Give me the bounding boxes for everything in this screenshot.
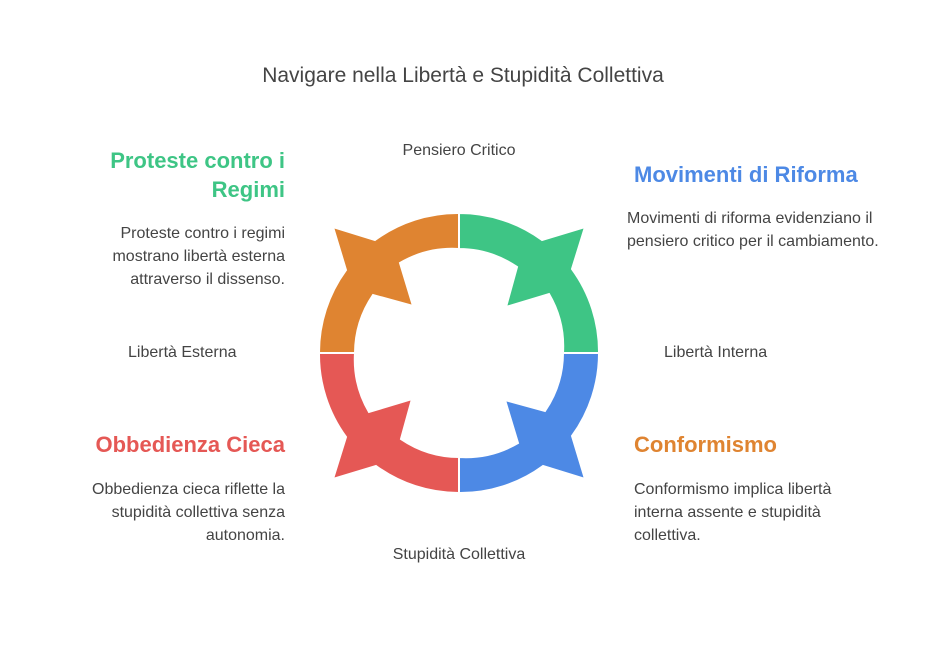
heading-obbedienza: Obbedienza Cieca	[95, 432, 285, 457]
segment-obbedienza	[317, 352, 460, 495]
segment-movimenti	[458, 211, 601, 354]
heading-proteste: Proteste contro i Regimi	[110, 148, 285, 202]
heading-conformismo: Conformismo	[634, 432, 777, 457]
axis-label-bottom: Stupidità Collettiva	[392, 546, 526, 563]
segment-conformismo	[458, 352, 601, 495]
segment-proteste	[317, 211, 460, 354]
diagram-title: Navigare nella Libertà e Stupidità Colle…	[262, 64, 664, 87]
axis-label-left: Libertà Esterna	[128, 344, 237, 361]
axis-label-top: Pensiero Critico	[402, 142, 516, 159]
desc-conformismo: Conformismo implica libertà interna asse…	[634, 481, 832, 544]
axis-label-right: Libertà Interna	[664, 344, 768, 361]
heading-movimenti: Movimenti di Riforma	[634, 162, 858, 187]
desc-proteste: Proteste contro i regimi mostrano libert…	[112, 225, 285, 288]
desc-movimenti: Movimenti di riforma evidenziano il pens…	[627, 210, 879, 250]
desc-obbedienza: Obbedienza cieca riflette la stupidità c…	[92, 481, 285, 544]
